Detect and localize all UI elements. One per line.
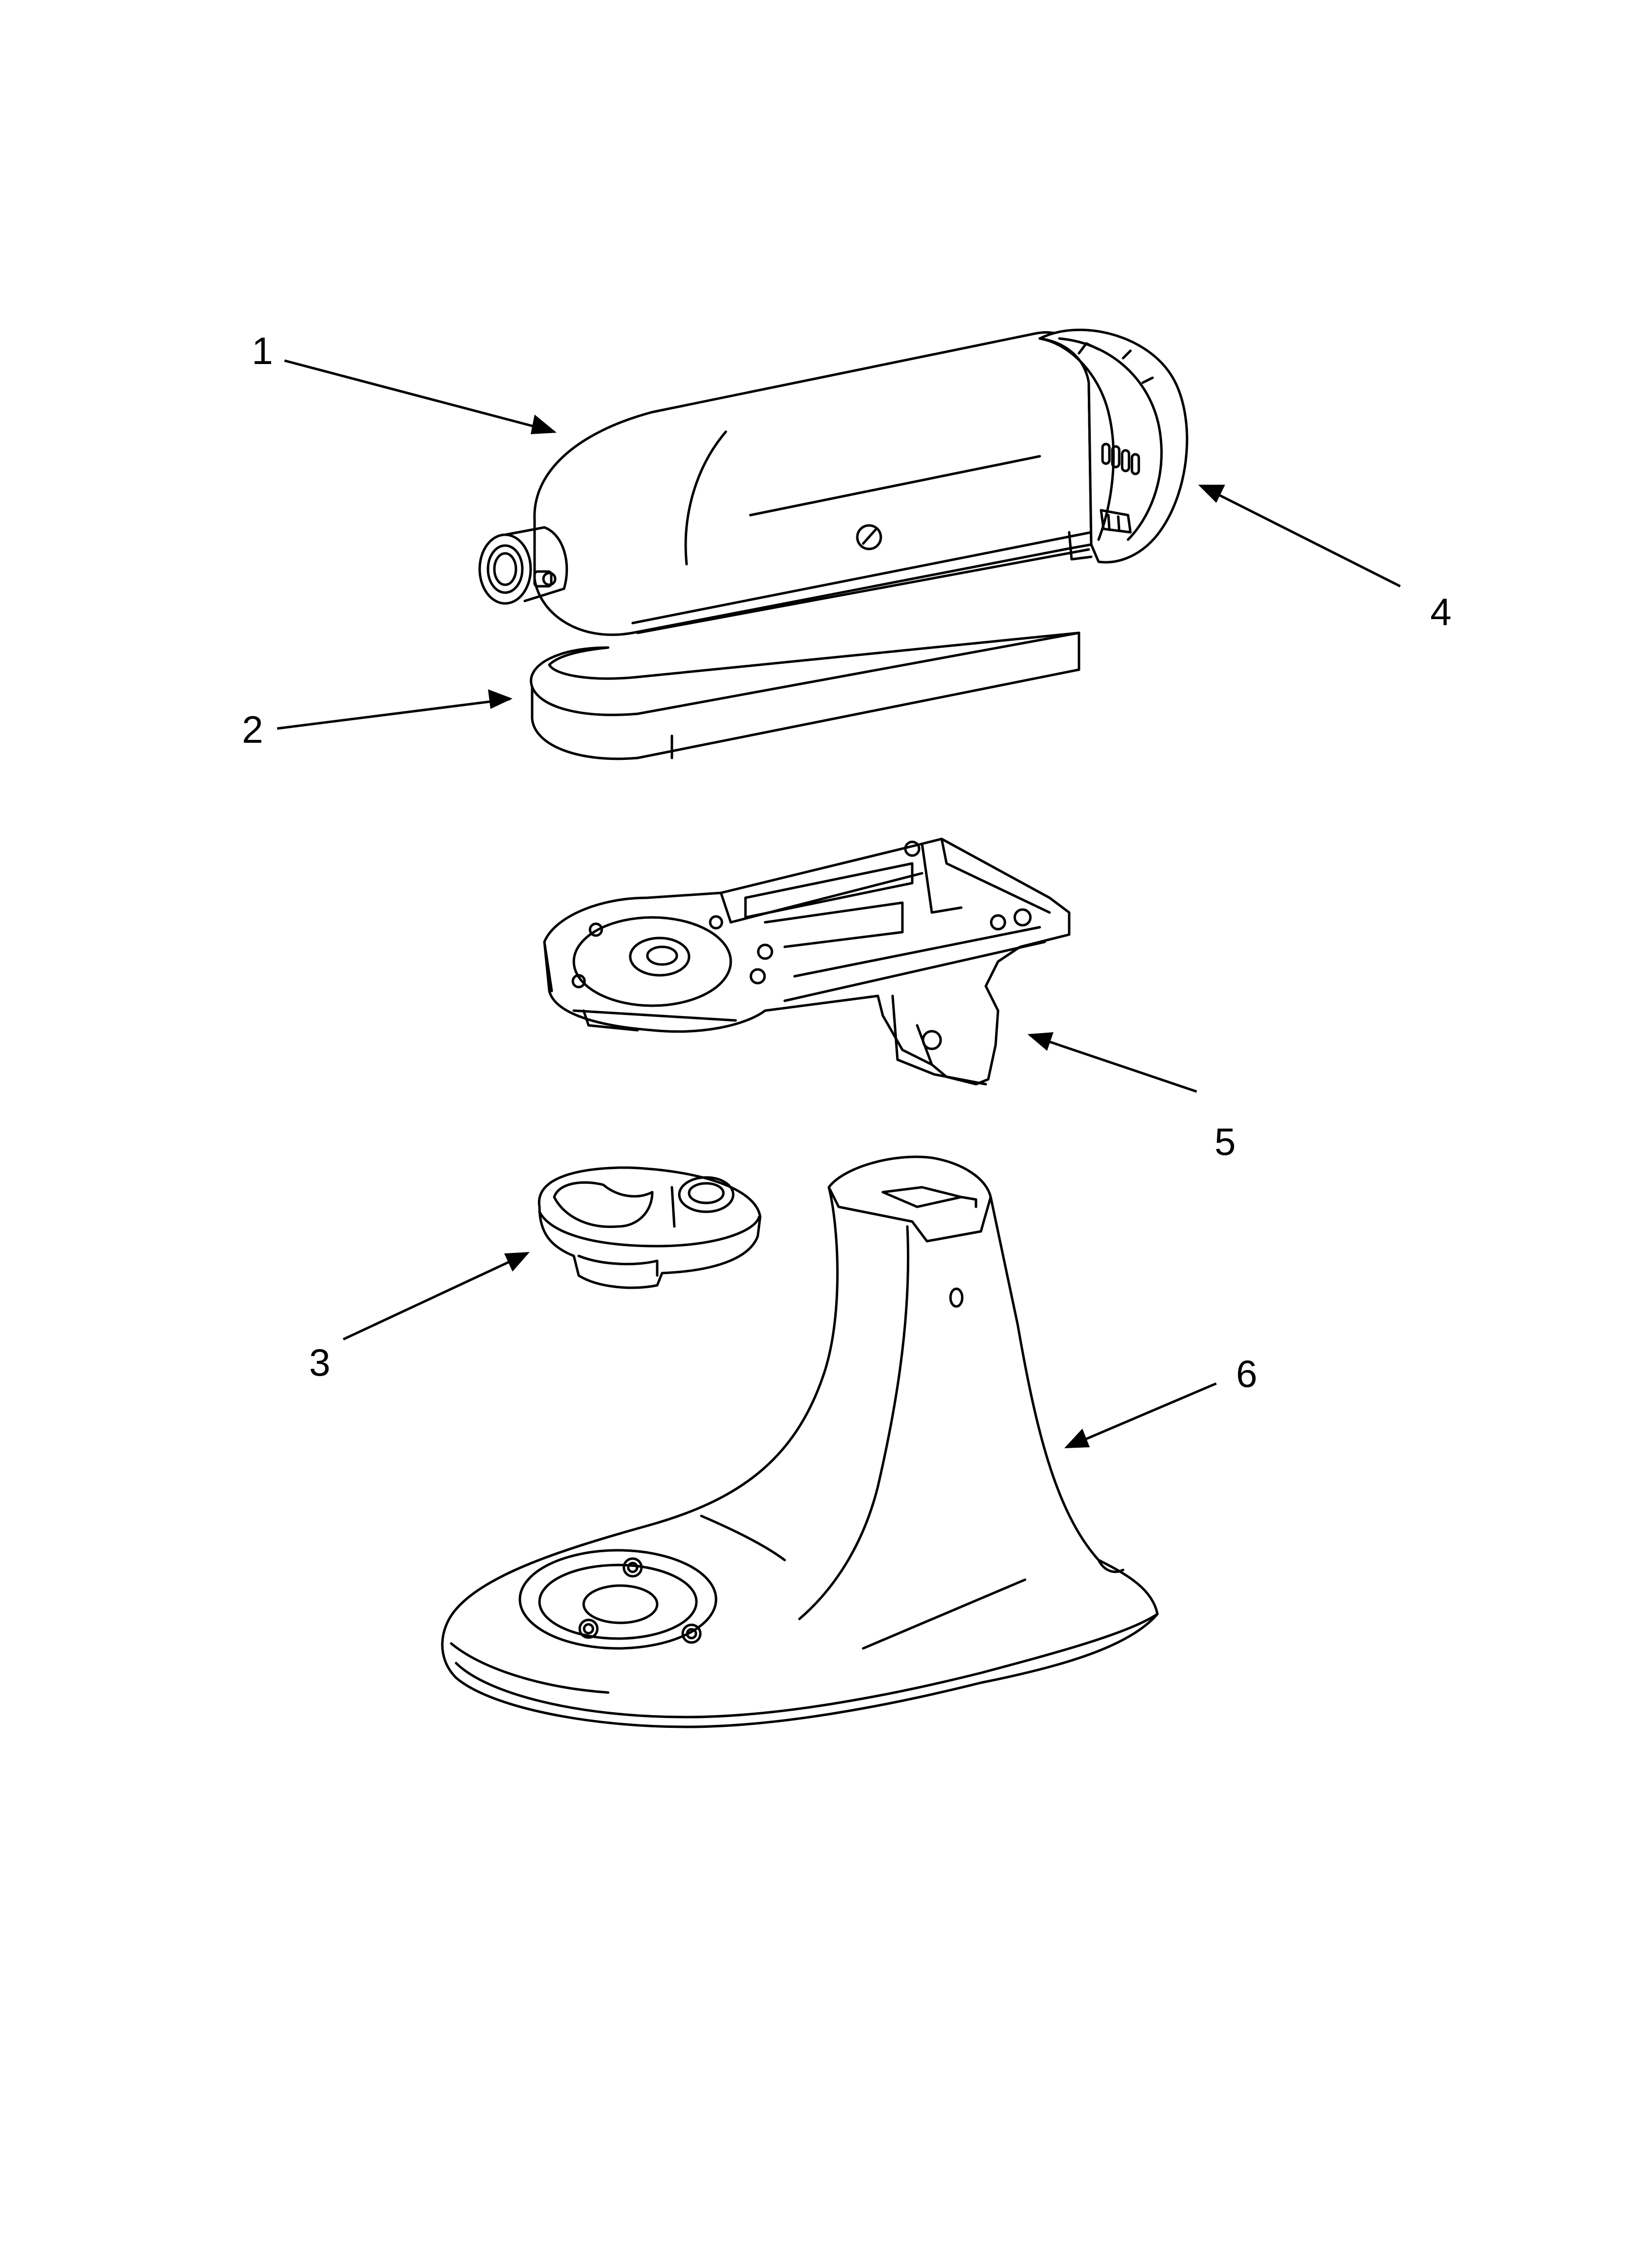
arrowhead-2 (488, 689, 513, 709)
part-6-pedestal-base (441, 1155, 1159, 1728)
part-4-rear-cover (1038, 328, 1188, 564)
leader-1 (284, 359, 555, 433)
callout-5: 5 (1214, 1120, 1236, 1163)
part-2-trim-band (530, 631, 1080, 760)
callout-6: 6 (1236, 1352, 1257, 1395)
callout-2: 2 (242, 708, 263, 751)
arrowhead-6 (1064, 1429, 1090, 1448)
arrowhead-4 (1198, 485, 1225, 503)
arrowhead-5 (1027, 1032, 1053, 1051)
leader-5 (1029, 1034, 1197, 1093)
part-3-gear-adapter (538, 1166, 762, 1289)
leader-6 (1066, 1382, 1217, 1449)
callout-1: 1 (252, 329, 273, 372)
part-1-motor-housing (478, 331, 1093, 636)
callout-3: 3 (309, 1341, 331, 1384)
arrowhead-1 (531, 415, 557, 434)
leader-lines (277, 359, 1401, 1449)
arrowhead-3 (504, 1252, 530, 1272)
leader-2 (277, 698, 511, 730)
part-5-gear-case (543, 837, 1071, 1086)
callout-4: 4 (1430, 590, 1452, 633)
leader-4 (1200, 484, 1401, 588)
leader-3 (342, 1252, 528, 1341)
